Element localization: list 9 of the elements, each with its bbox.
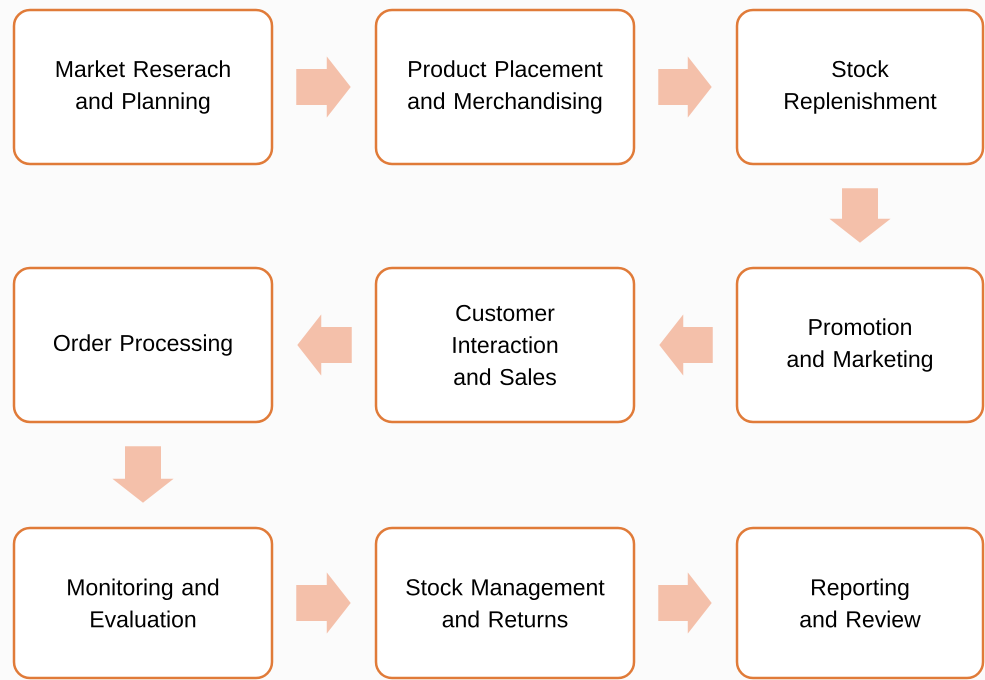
process-box: Monitoring and Evaluation [12, 526, 274, 680]
process-box: Stock Replenishment [736, 8, 984, 166]
process-box: Reporting and Review [736, 526, 984, 680]
process-box: Order Processing [12, 266, 274, 424]
process-box: Customer Interaction and Sales [374, 266, 636, 424]
process-box: Promotion and Marketing [736, 266, 984, 424]
process-box: Product Placement and Merchandising [374, 8, 636, 166]
process-box: Stock Management and Returns [374, 526, 636, 680]
process-box: Market Reserach and Planning [12, 8, 274, 166]
